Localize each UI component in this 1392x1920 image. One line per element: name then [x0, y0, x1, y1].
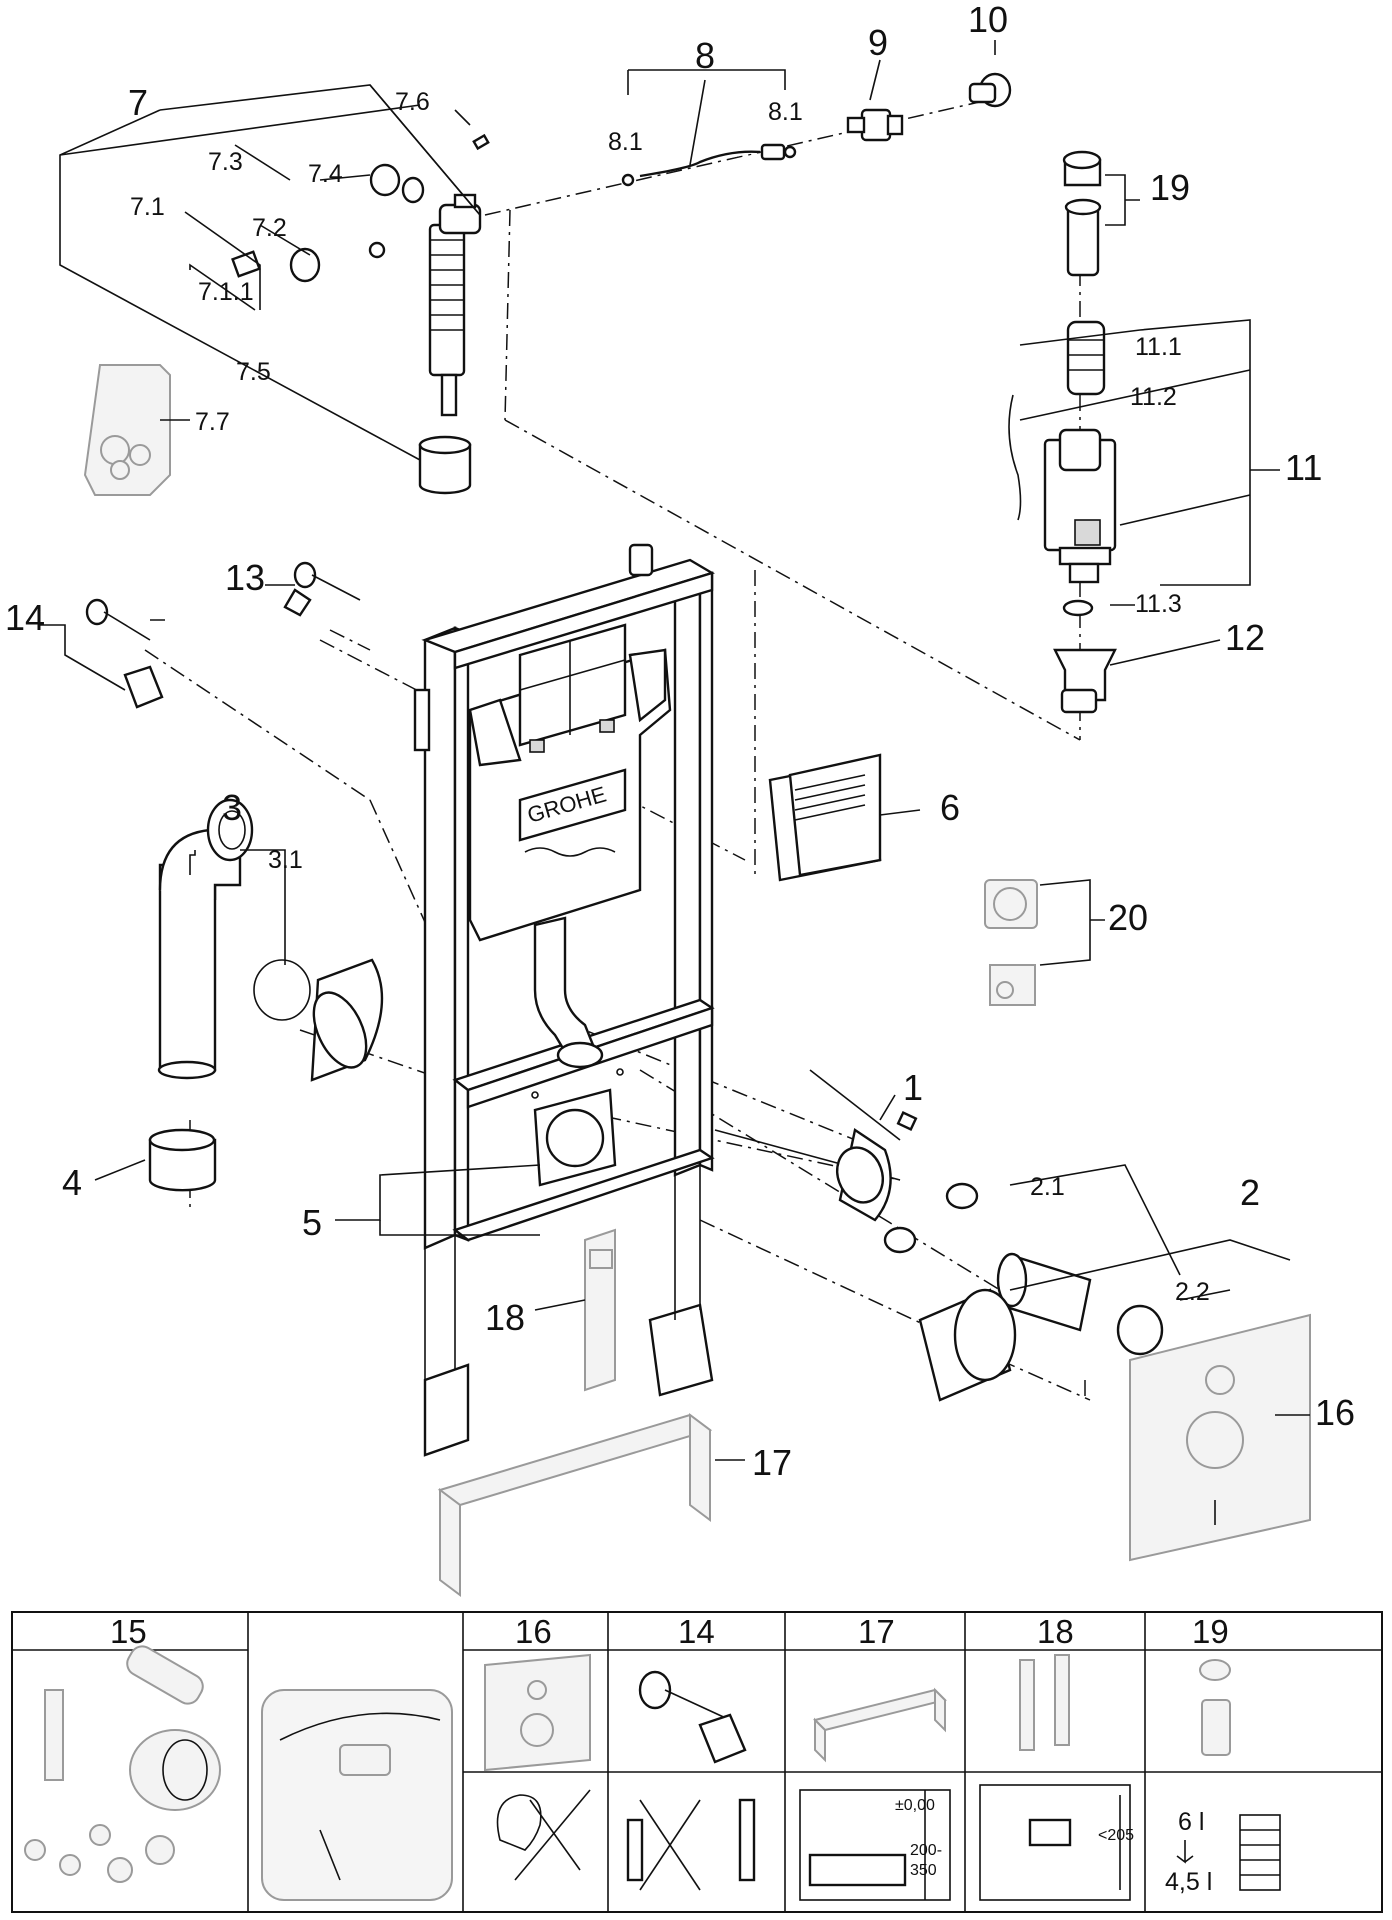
callout-11-2: 11.2: [1130, 383, 1177, 411]
callout-20: 20: [1108, 897, 1148, 938]
frame-foot-17: [437, 1413, 713, 1597]
frame-foot-18: [584, 1228, 616, 1392]
angle-valve: [846, 108, 904, 142]
electrical-box: [984, 879, 1038, 1006]
callout-8-1-left: 8.1: [608, 128, 643, 156]
callout-14: 14: [5, 597, 45, 638]
callout-2-2: 2.2: [1175, 1278, 1210, 1306]
drain-elbow: [157, 798, 384, 1082]
cell-19-adapter: 6 l 4,5 l: [1165, 1659, 1281, 1896]
callout-8: 8: [695, 35, 715, 76]
callout-7-5: 7.5: [236, 358, 271, 386]
callout-12: 12: [1225, 617, 1265, 658]
callout-9: 9: [868, 22, 888, 63]
leader-lines: [40, 40, 1310, 1461]
callout-10: 10: [968, 0, 1008, 40]
cistern: GROHE: [468, 623, 672, 1069]
callout-18: 18: [485, 1297, 525, 1338]
callout-8-1-right: 8.1: [768, 98, 803, 126]
accessory-table: 15 16 14 17 18 19: [11, 1611, 1383, 1913]
cell-14-anchors: [626, 1670, 756, 1891]
callout-6: 6: [940, 787, 960, 828]
callout-3-1: 3.1: [268, 846, 303, 874]
callout-5: 5: [302, 1202, 322, 1243]
cell-17-frame-foot: ±0,00 200- 350: [799, 1687, 951, 1901]
callout-16: 16: [1315, 1392, 1355, 1433]
cell-installation-photo: [261, 1689, 453, 1901]
dim-tolerance: ±0,00: [895, 1797, 935, 1814]
mounting-plate: [531, 1068, 624, 1187]
table-header-17: 17: [858, 1613, 895, 1650]
table-header-19: 19: [1192, 1613, 1229, 1650]
callout-7-1-1: 7.1.1: [198, 278, 254, 306]
table-header-16: 16: [515, 1613, 552, 1650]
callout-7-6: 7.6: [395, 88, 430, 116]
dim-range-a: 200-: [910, 1842, 942, 1859]
callout-11-1: 11.1: [1135, 333, 1182, 361]
seal-kit-bag: [83, 364, 171, 496]
callout-4: 4: [62, 1162, 82, 1203]
cell-16-sheet: [484, 1653, 591, 1881]
callout-labels: 7 7.6 7.3 7.4 7.1 7.2 7.1.1 7.5 7.7 8 8.…: [5, 0, 1355, 1483]
waste-pipe-set: [918, 1252, 1164, 1402]
callout-7: 7: [128, 82, 148, 123]
valve-cap: [968, 72, 1012, 108]
table-header-14: 14: [678, 1613, 715, 1650]
level-bottom: 4,5 l: [1165, 1868, 1212, 1896]
dim-range-b: 350: [910, 1862, 937, 1879]
fill-valve: [231, 133, 490, 495]
sound-insulation-sheet: [1129, 1313, 1311, 1562]
callout-3: 3: [222, 787, 242, 828]
callout-7-7: 7.7: [195, 408, 230, 436]
callout-2: 2: [1240, 1172, 1260, 1213]
dim-max: <205: [1098, 1827, 1134, 1844]
wall-anchor-14: [85, 598, 164, 709]
flush-pipe-connector: [836, 1128, 979, 1254]
callout-19: 19: [1150, 167, 1190, 208]
callout-11-3: 11.3: [1135, 590, 1182, 618]
wall-anchor-13: [283, 561, 361, 617]
table-header-15: 15: [110, 1613, 147, 1650]
flush-valve-set: [1008, 150, 1117, 714]
table-header-18: 18: [1037, 1613, 1074, 1650]
access-box: [768, 753, 882, 882]
callout-7-4: 7.4: [308, 160, 343, 188]
callout-13: 13: [225, 557, 265, 598]
callout-7-3: 7.3: [208, 148, 243, 176]
callout-2-1: 2.1: [1030, 1173, 1065, 1201]
cell-18-brackets: <205: [979, 1654, 1134, 1901]
callout-11: 11: [1285, 447, 1322, 488]
cell-15-parts: [24, 1645, 221, 1883]
callout-7-2: 7.2: [252, 214, 287, 242]
callout-1: 1: [903, 1067, 923, 1108]
callout-7-1: 7.1: [130, 193, 165, 221]
callout-17: 17: [752, 1442, 792, 1483]
supply-hose: [621, 143, 797, 187]
level-top: 6 l: [1178, 1808, 1204, 1836]
drain-cap: [148, 1128, 217, 1192]
